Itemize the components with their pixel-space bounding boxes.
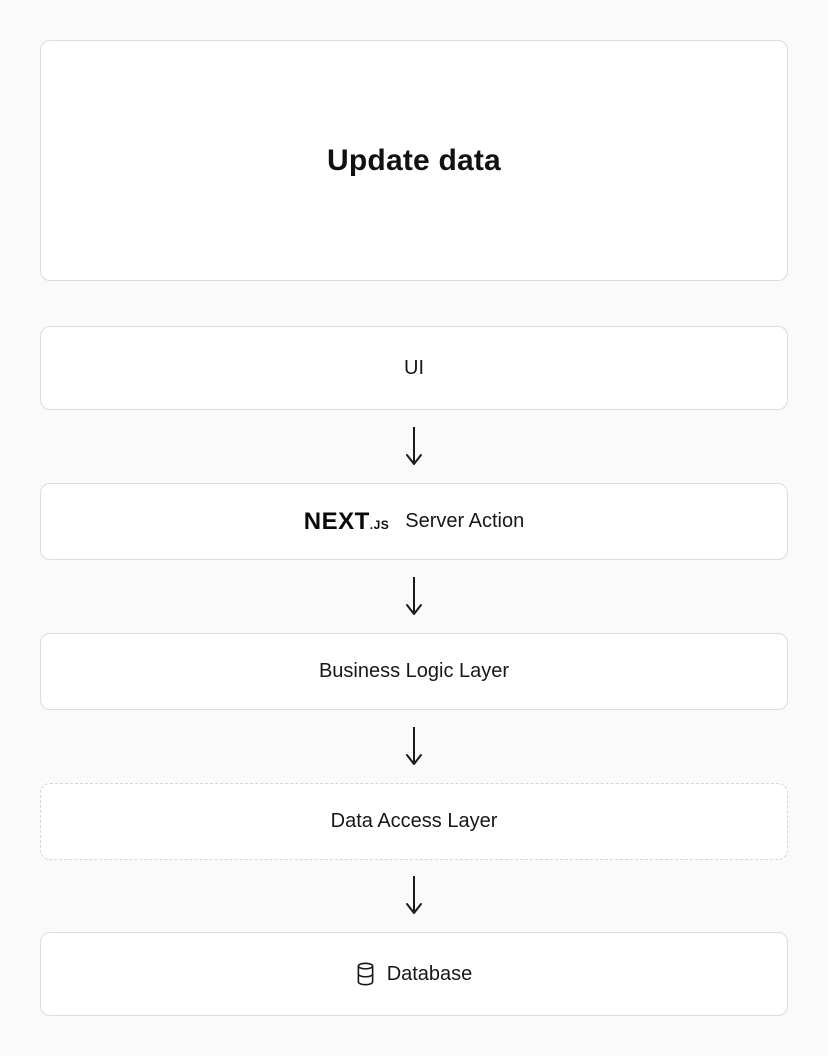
node-business-logic-layer-label: Business Logic Layer [318, 660, 510, 682]
arrow-down-icon [406, 576, 422, 615]
arrow-down-icon [406, 876, 422, 914]
node-server-action: NEXT.js Server Action [40, 483, 788, 560]
node-ui-label: UI [404, 356, 424, 379]
diagram-title: Update data [327, 143, 501, 177]
node-server-action-label: Server Action [405, 510, 525, 532]
nextjs-logo: NEXT.js [304, 508, 390, 536]
flow-arrow-1 [40, 410, 788, 483]
node-business-logic-layer: Business Logic Layer [40, 633, 788, 710]
node-database-label: Database [386, 962, 473, 985]
flow-arrow-3 [40, 710, 788, 783]
nextjs-logo-suffix: .js [369, 517, 390, 532]
arrow-down-icon [406, 426, 422, 465]
database-icon [357, 962, 374, 986]
header-card: Update data [40, 40, 788, 281]
arrow-down-icon [406, 726, 422, 765]
flow-arrow-2 [40, 560, 788, 633]
nextjs-logo-main: NEXT [303, 507, 370, 535]
node-data-access-layer-label: Data Access Layer [330, 810, 498, 832]
node-data-access-layer: Data Access Layer [40, 783, 788, 860]
flow-arrow-4 [40, 860, 788, 932]
node-database: Database [40, 932, 788, 1016]
node-ui: UI [40, 326, 788, 410]
